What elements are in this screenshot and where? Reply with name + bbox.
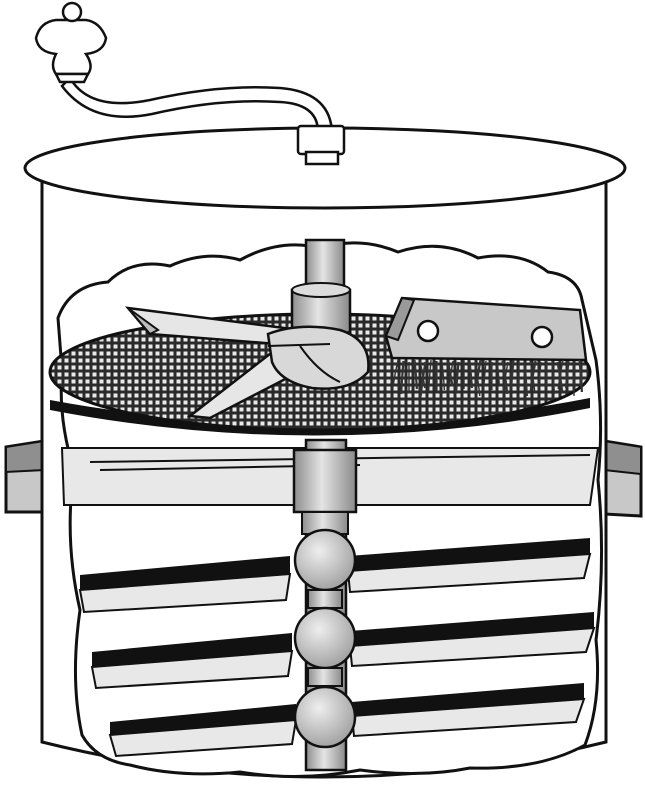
brush-bristles xyxy=(392,359,583,397)
brush-bristle xyxy=(474,359,482,393)
brush-rivet-right xyxy=(530,325,554,349)
brush-bristle xyxy=(551,360,556,395)
crank-handle xyxy=(34,1,346,166)
brush-bristle xyxy=(496,359,501,387)
bearing-1 xyxy=(293,528,357,592)
shaft-bearings xyxy=(293,528,357,749)
bearing-3 xyxy=(293,685,357,749)
brush-bristle xyxy=(441,361,446,391)
brush-bristle xyxy=(529,360,537,392)
scraper-hub xyxy=(266,325,370,390)
brush xyxy=(384,296,588,397)
brush-bristle xyxy=(392,359,399,387)
brush-bristle xyxy=(413,359,418,390)
brush-bristle xyxy=(455,361,460,394)
brush-bristle xyxy=(557,359,564,390)
shelf-3 xyxy=(110,704,296,735)
shelf-2 xyxy=(92,633,292,667)
brush-bristle xyxy=(502,361,509,394)
brush-back xyxy=(384,296,588,362)
brush-bristle xyxy=(565,360,570,389)
brush-bristle xyxy=(419,361,427,397)
brush-bristle xyxy=(400,360,405,395)
brush-rivet-left xyxy=(416,319,440,343)
shelves xyxy=(60,447,600,758)
brush-bristle xyxy=(482,360,487,392)
crank-collar xyxy=(296,124,346,156)
side-handles xyxy=(4,439,643,518)
brush-bristle xyxy=(446,359,454,387)
brush-bristle xyxy=(578,359,583,393)
bearing-2 xyxy=(293,606,357,670)
brush-bristle xyxy=(447,360,454,395)
brush-bristle xyxy=(427,359,432,393)
scraper-arm xyxy=(124,306,370,420)
shelf-1 xyxy=(80,556,290,590)
crank-knob xyxy=(34,18,108,76)
brush-bristle xyxy=(537,361,542,391)
crank-arm xyxy=(60,75,334,134)
brush-bristle xyxy=(510,359,515,390)
brush-bristle xyxy=(523,361,528,397)
brush-bristle xyxy=(468,360,473,389)
drive-shaft xyxy=(290,238,352,338)
crank-knob-top xyxy=(61,1,83,23)
